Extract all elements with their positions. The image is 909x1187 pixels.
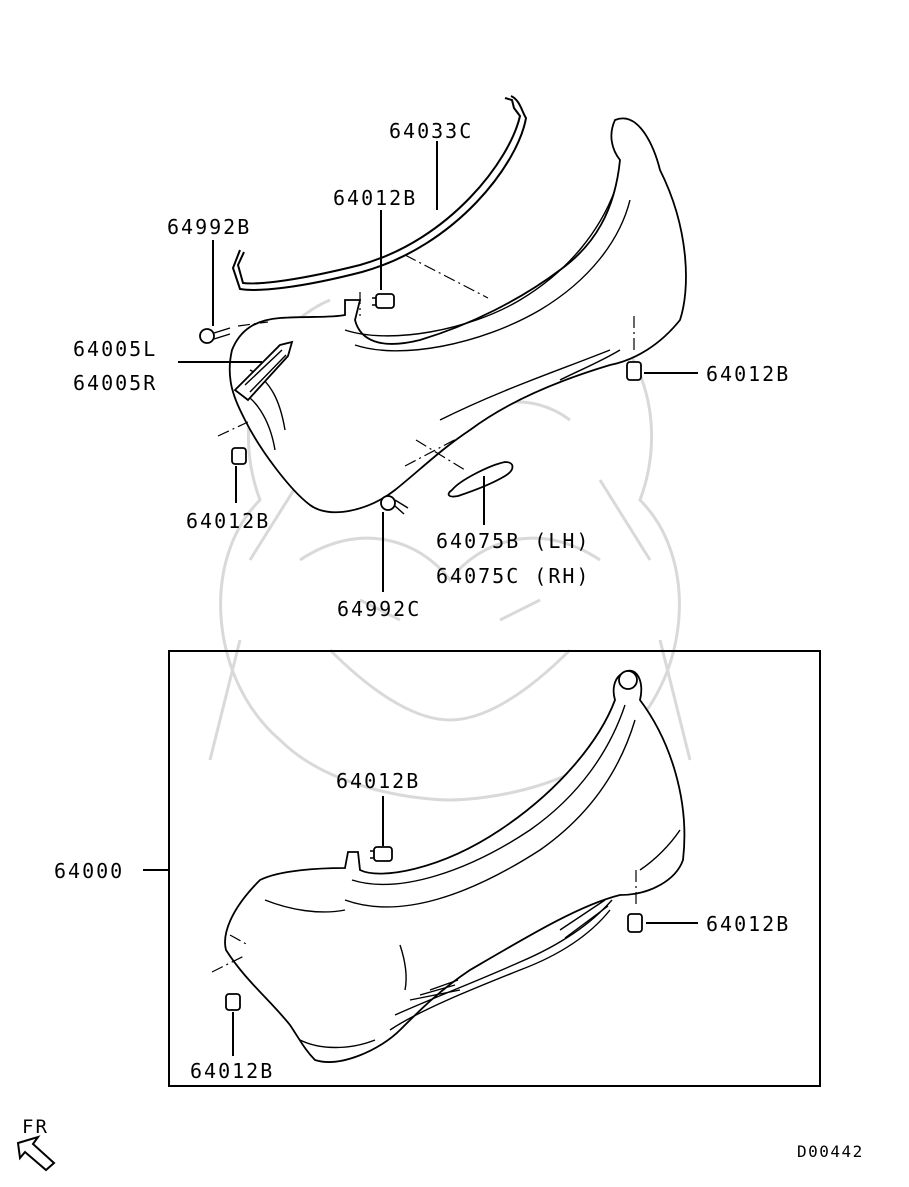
clip-icon <box>627 913 643 933</box>
part-label-64033c: 64033C <box>389 119 474 143</box>
clip-icon <box>231 447 247 465</box>
part-label-64005l: 64005L <box>73 337 158 361</box>
clip-icon <box>372 293 395 309</box>
part-label-64012b: 64012B <box>336 769 421 793</box>
part-label-64012b: 64012B <box>186 509 271 533</box>
part-label-64075b: 64075B (LH) <box>436 529 591 553</box>
clip-icon <box>626 361 642 381</box>
rear-reflector-part <box>447 461 514 498</box>
part-label-64992c: 64992C <box>337 597 422 621</box>
part-label-64000: 64000 <box>54 859 125 883</box>
part-label-64005r: 64005R <box>73 371 158 395</box>
bumper-cover-exploded <box>228 117 687 514</box>
part-label-64012b: 64012B <box>706 362 791 386</box>
clip-icon <box>370 846 393 862</box>
part-label-64012b: 64012B <box>333 186 418 210</box>
weatherstrip-part <box>231 95 528 291</box>
assembly-lines-bottom <box>211 870 637 973</box>
clip-icon <box>225 993 241 1011</box>
part-label-64075c: 64075C (RH) <box>436 564 591 588</box>
part-label-64992b: 64992B <box>167 215 252 239</box>
clip-icons-bottom <box>225 846 643 1011</box>
leader-lines-bottom <box>232 796 698 1056</box>
screw-icon <box>380 495 409 515</box>
assembly-frame <box>168 650 821 1087</box>
part-label-64012b: 64012B <box>190 1059 275 1083</box>
diagram-code: D00442 <box>797 1142 864 1161</box>
front-direction-arrow-icon <box>16 1135 56 1172</box>
screw-icon <box>199 327 231 344</box>
orientation-label: FR <box>22 1116 49 1138</box>
part-label-64012b: 64012B <box>706 912 791 936</box>
assembly-lines-top <box>217 254 635 471</box>
bumper-assembly <box>224 669 686 1063</box>
clip-icons-top <box>199 293 642 515</box>
leader-lines-top <box>178 141 698 592</box>
side-marker-part <box>233 340 294 402</box>
